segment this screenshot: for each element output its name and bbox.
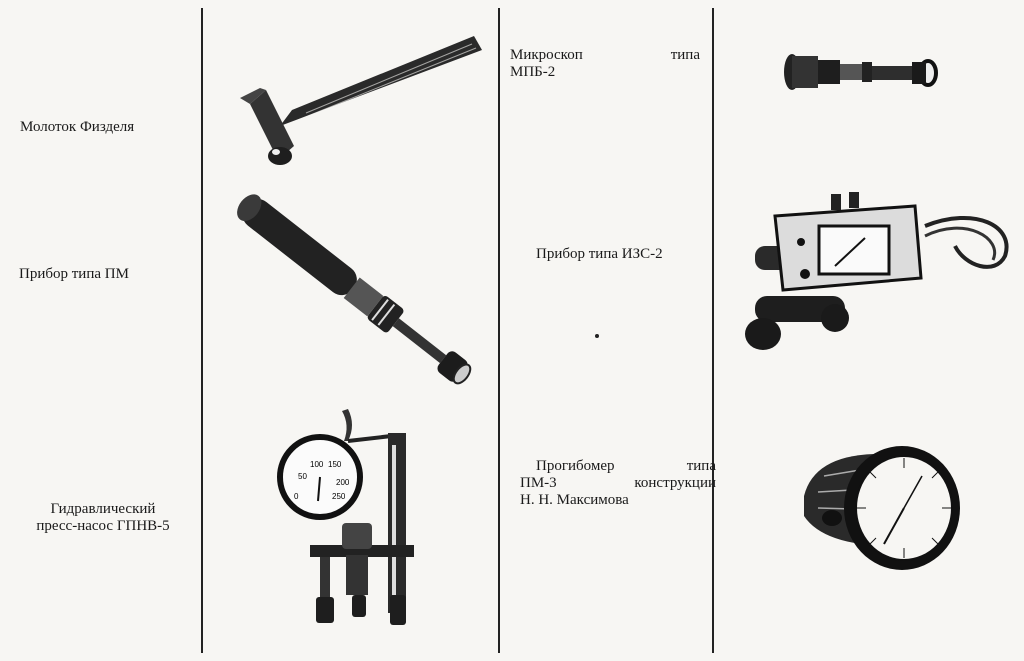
gauge-tick-0: 0	[294, 492, 299, 501]
gauge-tick-200: 200	[336, 478, 350, 487]
izs2-device-icon	[735, 186, 1015, 356]
ink-speck	[595, 334, 599, 338]
column-divider-1	[201, 8, 203, 653]
pm-device-icon	[236, 182, 472, 385]
gauge-tick-150: 150	[328, 460, 342, 469]
column-divider-2	[498, 8, 500, 653]
gauge-tick-100: 100	[310, 460, 324, 469]
gauge-tick-250: 250	[332, 492, 346, 501]
column-divider-3	[712, 8, 714, 653]
fisdel-hammer-icon	[236, 28, 486, 168]
label-hydraulic-press-pump: Гидравлический пресс-насос ГПНВ-5	[36, 501, 170, 534]
microscope-icon	[782, 48, 947, 96]
label-izs2-device: Прибор типа ИЗС-2	[536, 246, 663, 262]
deflectometer-gauge-icon	[784, 436, 964, 576]
gauge-tick-50: 50	[298, 472, 307, 481]
label-pm-device: Прибор типа ПМ	[19, 266, 129, 282]
hydraulic-press-pump-icon: 100 150 50 200 0 250	[270, 405, 430, 630]
label-fisdel-hammer: Молоток Физделя	[20, 119, 135, 135]
